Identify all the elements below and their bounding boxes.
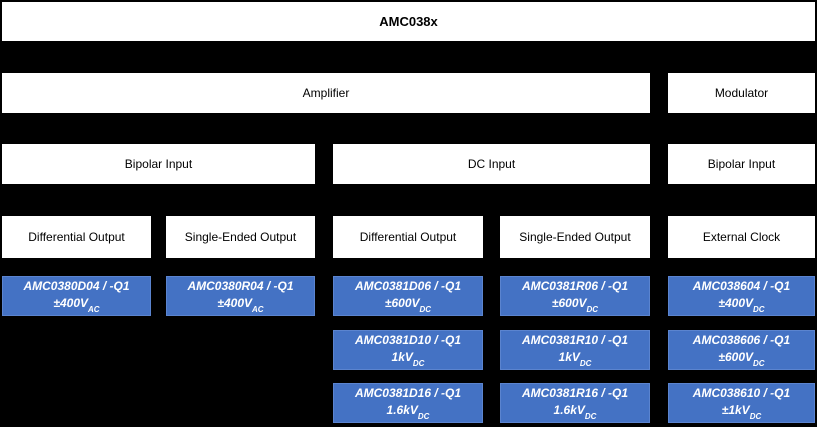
part-node: AMC0380R04 / -Q1 ±400VAC: [166, 276, 315, 316]
part-node: AMC0381D16 / -Q1 1.6kVDC: [333, 383, 483, 423]
part-number: AMC038606 / -Q1: [692, 333, 791, 348]
part-node: AMC038606 / -Q1 ±600VDC: [668, 330, 815, 370]
part-rating: 1.6kVDC: [553, 402, 597, 421]
rating-subscript: DC: [584, 411, 597, 421]
part-number: AMC0381D10 / -Q1: [354, 333, 462, 348]
part-number: AMC038610 / -Q1: [692, 386, 791, 401]
part-rating: 1.6kVDC: [386, 402, 430, 421]
rating-subscript: DC: [417, 411, 430, 421]
amplifier-node: Amplifier: [2, 73, 650, 113]
rating-subscript: DC: [753, 304, 765, 314]
part-node: AMC038604 / -Q1 ±400VDC: [668, 276, 815, 316]
part-node: AMC0380D04 / -Q1 ±400VAC: [2, 276, 151, 316]
rating-subscript: DC: [749, 411, 762, 421]
single-ended-output-node-2: Single-Ended Output: [500, 216, 650, 258]
part-rating: ±600VDC: [384, 295, 432, 314]
part-number: AMC0381R10 / -Q1: [521, 333, 629, 348]
dc-input-node: DC Input: [333, 144, 650, 184]
part-number: AMC0381D06 / -Q1: [354, 279, 462, 294]
differential-output-node-2: Differential Output: [333, 216, 483, 258]
part-node: AMC0381D06 / -Q1 ±600VDC: [333, 276, 483, 316]
part-number: AMC0381R16 / -Q1: [521, 386, 629, 401]
part-node: AMC0381R10 / -Q1 1kVDC: [500, 330, 650, 370]
bipolar-input-node-left: Bipolar Input: [2, 144, 315, 184]
rating-subscript: DC: [419, 304, 432, 314]
part-node: AMC0381R16 / -Q1 1.6kVDC: [500, 383, 650, 423]
part-rating: ±1kVDC: [721, 402, 762, 421]
rating-subscript: AC: [88, 304, 100, 314]
single-ended-output-node-1: Single-Ended Output: [166, 216, 315, 258]
part-node: AMC038610 / -Q1 ±1kVDC: [668, 383, 815, 423]
bipolar-input-node-right: Bipolar Input: [668, 144, 815, 184]
external-clock-node: External Clock: [668, 216, 815, 258]
part-rating: ±600VDC: [718, 349, 765, 368]
part-rating: ±400VAC: [53, 295, 100, 314]
rating-subscript: DC: [579, 358, 592, 368]
part-number: AMC0380R04 / -Q1: [187, 279, 294, 294]
part-node: AMC0381R06 / -Q1 ±600VDC: [500, 276, 650, 316]
rating-subscript: DC: [753, 358, 765, 368]
part-number: AMC0381D16 / -Q1: [354, 386, 462, 401]
differential-output-node-1: Differential Output: [2, 216, 151, 258]
part-node: AMC0381D10 / -Q1 1kVDC: [333, 330, 483, 370]
part-rating: 1kVDC: [558, 349, 592, 368]
part-number: AMC0380D04 / -Q1: [23, 279, 130, 294]
part-rating: 1kVDC: [391, 349, 425, 368]
rating-subscript: AC: [252, 304, 264, 314]
modulator-node: Modulator: [668, 73, 815, 113]
part-rating: ±400VAC: [217, 295, 264, 314]
part-rating: ±600VDC: [551, 295, 599, 314]
family-title-node: AMC038x: [2, 2, 815, 41]
rating-subscript: DC: [586, 304, 599, 314]
part-number: AMC038604 / -Q1: [692, 279, 791, 294]
part-rating: ±400VDC: [718, 295, 765, 314]
rating-subscript: DC: [412, 358, 425, 368]
part-number: AMC0381R06 / -Q1: [521, 279, 629, 294]
